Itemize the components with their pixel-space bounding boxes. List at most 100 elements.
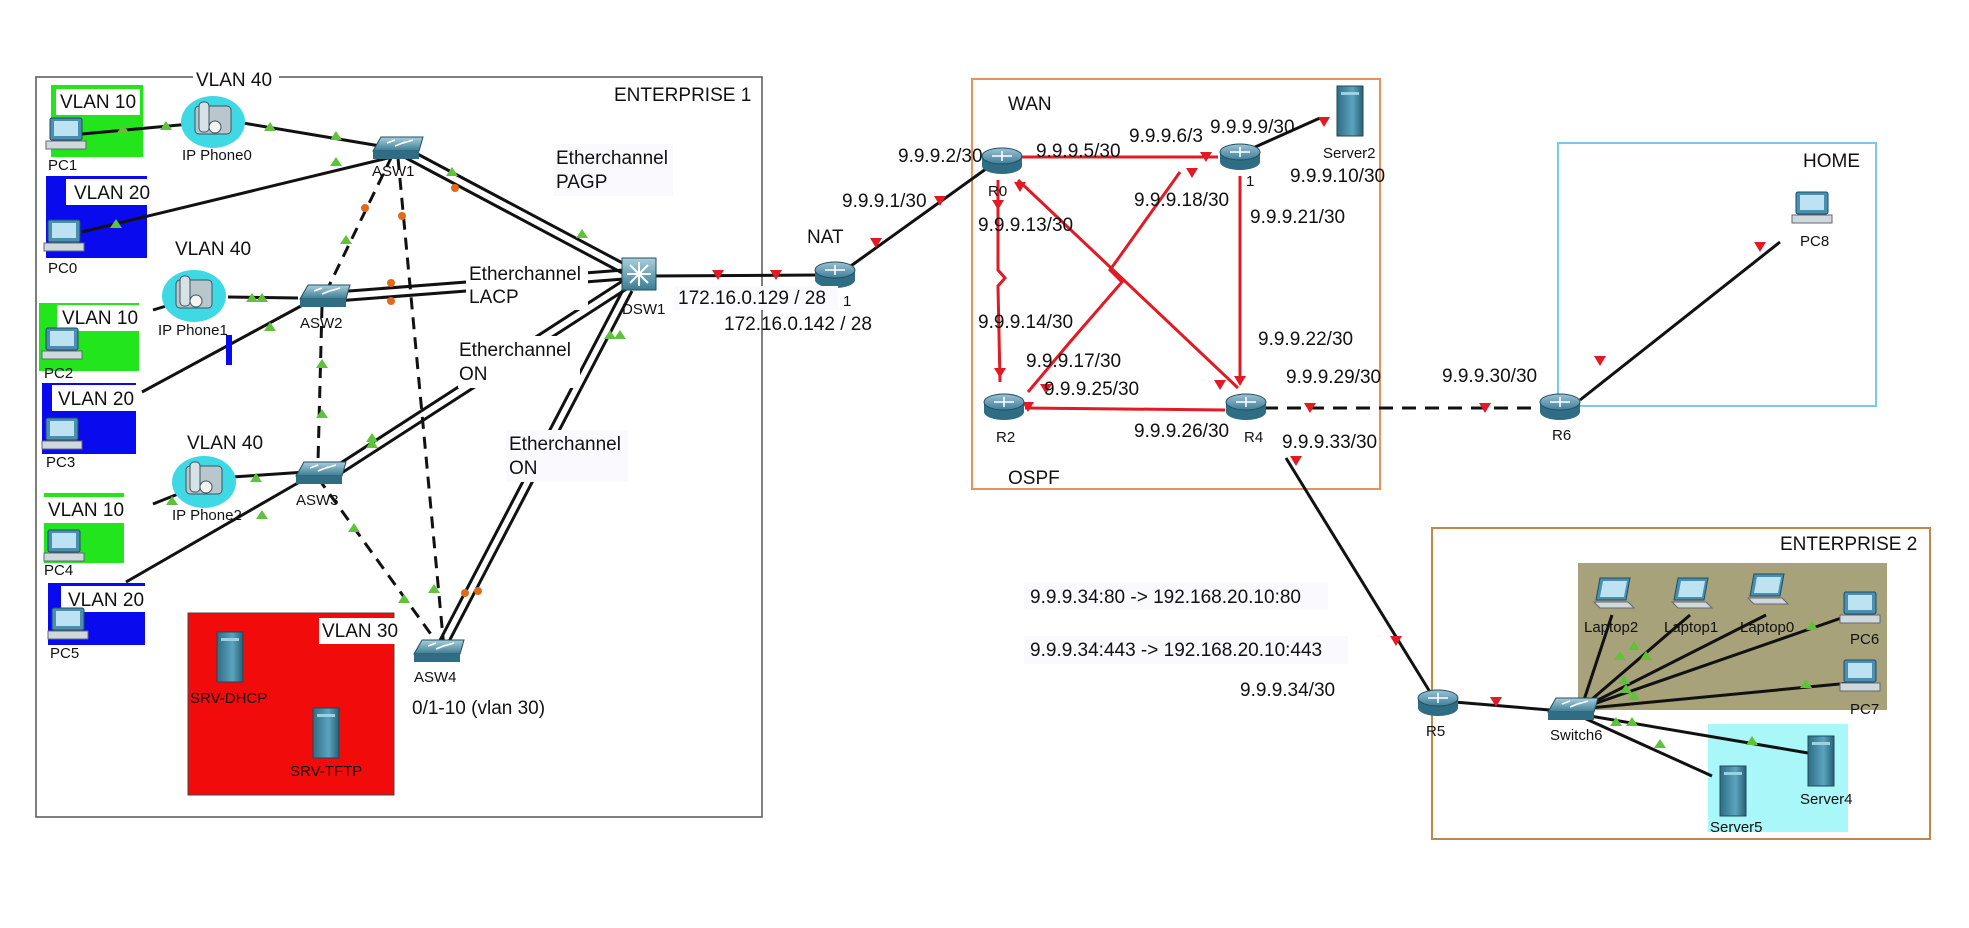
device-label: ASW1: [372, 163, 415, 180]
ip-label: 9.9.9.5/30: [1036, 141, 1121, 162]
enterprise1-title: ENTERPRISE 1: [614, 85, 751, 106]
vlan-label: VLAN 30: [322, 621, 398, 642]
server-icon[interactable]: [1807, 735, 1835, 787]
vlan-label: VLAN 40: [187, 433, 263, 454]
router-icon[interactable]: [1539, 393, 1581, 420]
ip-label: 9.9.9.17/30: [1026, 351, 1121, 372]
pc-icon[interactable]: [45, 117, 87, 150]
server-icon[interactable]: [216, 631, 244, 683]
router-icon[interactable]: [1225, 393, 1267, 420]
device-label: PC0: [48, 260, 77, 277]
ip-phone-icon[interactable]: [181, 96, 245, 148]
server-icon[interactable]: [1719, 765, 1747, 817]
router-icon[interactable]: [1417, 689, 1459, 716]
pc-icon[interactable]: [1839, 591, 1881, 624]
server-icon[interactable]: [1336, 85, 1364, 137]
device-label: PC1: [48, 157, 77, 174]
port-forward-rule: 9.9.9.34:443 -> 192.168.20.10:443: [1030, 640, 1322, 661]
router-icon[interactable]: [1219, 143, 1261, 170]
ip-label: 9.9.9.1/30: [842, 191, 927, 212]
vlan-label: VLAN 10: [48, 500, 124, 521]
server-icon[interactable]: [312, 707, 340, 759]
device-label: ASW3: [296, 492, 339, 509]
ip-label: 172.16.0.129 / 28: [678, 288, 826, 309]
home-title: HOME: [1803, 151, 1860, 172]
label-plate: [674, 286, 838, 310]
blue-marker: [226, 335, 232, 365]
ip-label: 9.9.9.13/30: [978, 215, 1073, 236]
orange-port-markers: [361, 184, 482, 597]
label-plate: [458, 336, 580, 388]
router-icon[interactable]: [981, 147, 1023, 174]
ip-label: 9.9.9.34/30: [1240, 680, 1335, 701]
device-label: Server5: [1710, 819, 1763, 836]
pc-icon[interactable]: [41, 417, 83, 450]
label-plate: [44, 497, 128, 523]
ip-label: 9.9.9.14/30: [978, 312, 1073, 333]
pc-icon[interactable]: [41, 327, 83, 360]
device-label: DSW1: [622, 301, 665, 318]
laptop-icon[interactable]: [1746, 573, 1790, 605]
enterprise2-box: [1431, 527, 1931, 840]
port-forward-rule: 9.9.9.34:80 -> 192.168.20.10:80: [1030, 587, 1301, 608]
enterprise1-box: [35, 76, 763, 818]
device-label: IP Phone1: [158, 322, 228, 339]
ip-phone-icon[interactable]: [162, 270, 226, 322]
device-label: R0: [988, 183, 1007, 200]
device-label: IP Phone0: [182, 147, 252, 164]
ip-phone-icon[interactable]: [172, 456, 236, 508]
vlan-label: VLAN 10: [60, 92, 136, 113]
device-label: ASW4: [414, 669, 457, 686]
switch-icon[interactable]: [299, 284, 351, 307]
device-label: Laptop1: [1664, 619, 1718, 636]
ip-label: 9.9.9.6/3: [1129, 126, 1203, 147]
label-plate: [193, 66, 279, 90]
enterprise2-links: [1580, 613, 1851, 778]
vlan-label: VLAN 40: [196, 70, 272, 91]
ospf-title: OSPF: [1008, 468, 1060, 489]
ip-label: 172.16.0.142 / 28: [724, 314, 872, 335]
laptop-icon[interactable]: [1592, 577, 1636, 609]
red-link-markers: [712, 117, 1766, 707]
ip-label: 9.9.9.9/30: [1210, 117, 1295, 138]
device-label: R5: [1426, 723, 1445, 740]
vlan-label: VLAN 20: [68, 590, 144, 611]
pc-icon[interactable]: [43, 529, 85, 562]
device-label: R4: [1244, 429, 1263, 446]
switch-icon[interactable]: [1547, 697, 1599, 720]
device-label: PC5: [50, 645, 79, 662]
device-label: Server4: [1800, 791, 1853, 808]
device-label: PC7: [1850, 701, 1879, 718]
device-label: PC3: [46, 454, 75, 471]
link-markers: [110, 121, 1818, 748]
device-label: Switch6: [1550, 727, 1603, 744]
etherchannel-label: Etherchannel: [459, 340, 571, 361]
device-label: 1: [843, 293, 851, 310]
device-label: ASW2: [300, 315, 343, 332]
device-label: PC6: [1850, 631, 1879, 648]
device-label: SRV-TFTP: [290, 763, 362, 780]
device-label: PC8: [1800, 233, 1829, 250]
device-label: R2: [996, 429, 1015, 446]
router-icon[interactable]: [814, 261, 856, 288]
multilayer-switch-icon[interactable]: [621, 257, 657, 291]
home-box: [1557, 142, 1877, 407]
router-icon[interactable]: [983, 393, 1025, 420]
switch-icon[interactable]: [295, 461, 347, 484]
pc-icon[interactable]: [1839, 659, 1881, 692]
asw4-port-range: 0/1-10 (vlan 30): [412, 698, 545, 719]
pc-icon[interactable]: [43, 219, 85, 252]
device-label: Laptop2: [1584, 619, 1638, 636]
switch-icon[interactable]: [372, 136, 424, 159]
device-label: SRV-DHCP: [190, 690, 267, 707]
pc-icon[interactable]: [1791, 191, 1833, 224]
nat-title: NAT: [807, 227, 844, 248]
enterprise1-links: [81, 120, 821, 652]
laptop-icon[interactable]: [1670, 577, 1714, 609]
switch-icon[interactable]: [413, 639, 465, 662]
device-label: R6: [1552, 427, 1571, 444]
device-label: Server2: [1323, 145, 1376, 162]
etherchannel-label: ON: [509, 458, 538, 479]
pc-icon[interactable]: [47, 607, 89, 640]
